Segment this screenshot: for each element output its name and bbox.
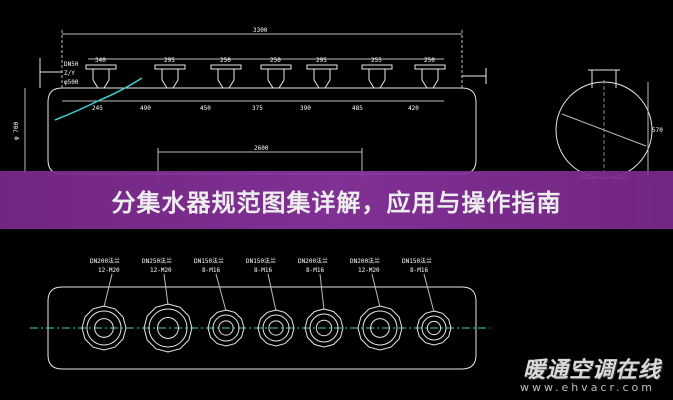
callout-bolt-spec: 12-M20 [358, 267, 380, 274]
left-note-label: DN50 [64, 61, 79, 68]
left-note-label: φ500 [64, 79, 79, 86]
callout-flange-spec: DN150法兰 [246, 257, 276, 265]
callout-bolt-spec: 8-M16 [410, 267, 428, 274]
pitch-dim-label: 450 [200, 105, 211, 112]
callout-flange-spec: DN200法兰 [90, 257, 120, 265]
nozzle [361, 64, 393, 89]
nozzle [210, 64, 242, 89]
nozzle [85, 64, 117, 89]
callout-flange-spec: DN250法兰 [142, 257, 172, 265]
top-dim-label: 295 [316, 57, 327, 64]
watermark-brand: 暖通空调在线 [522, 358, 661, 383]
nozzle [154, 64, 186, 89]
callout-bolt-spec: 8-M16 [306, 267, 324, 274]
nozzle [260, 64, 292, 89]
flange [304, 308, 344, 348]
total-length-label: 3300 [253, 27, 268, 34]
top-dim-label: 340 [95, 57, 106, 64]
page-title: 分集水器规范图集详解，应用与操作指南 [111, 188, 562, 217]
pitch-dim-label: 420 [408, 105, 419, 112]
flange [357, 305, 403, 351]
top-dim-label: 255 [371, 57, 382, 64]
pitch-dim-label: 375 [252, 105, 263, 112]
top-dim-label: 250 [220, 57, 231, 64]
inner-dim-label: 2600 [254, 145, 269, 152]
left-dia-label: φ 700 [13, 122, 20, 140]
callout-bolt-spec: 12-M20 [150, 267, 172, 274]
callout-flange-spec: DN150法兰 [194, 257, 224, 265]
callout-bolt-spec: 12-M20 [98, 267, 120, 274]
flange [207, 309, 245, 347]
pitch-dim-label: 390 [300, 105, 311, 112]
top-dim-label: 250 [270, 57, 281, 64]
nozzle [414, 64, 446, 89]
watermark-url: www.ehvacr.com [519, 381, 655, 394]
flange [81, 305, 127, 351]
pitch-dim-label: 245 [92, 105, 103, 112]
callout-flange-spec: DN200法兰 [350, 257, 380, 265]
nozzle [306, 64, 338, 89]
manifold-end-view [555, 69, 653, 180]
manifold-front-view [24, 30, 487, 180]
callout-flange-spec: DN200法兰 [298, 257, 328, 265]
pitch-dim-label: 490 [140, 105, 151, 112]
flange [416, 310, 452, 346]
callout-flange-spec: DN150法兰 [402, 257, 432, 265]
top-dim-label: 250 [424, 57, 435, 64]
left-note-label: Z/Y [64, 70, 75, 77]
callout-bolt-spec: 8-M16 [254, 267, 272, 274]
end-view-dim: 570 [652, 127, 663, 134]
flange [257, 309, 295, 347]
top-dim-label: 295 [164, 57, 175, 64]
flange [143, 303, 193, 353]
callout-bolt-spec: 8-M16 [202, 267, 220, 274]
title-banner: 分集水器规范图集详解，应用与操作指南 [0, 171, 673, 229]
pitch-dim-label: 485 [352, 105, 363, 112]
manifold-plan-view [30, 286, 490, 370]
